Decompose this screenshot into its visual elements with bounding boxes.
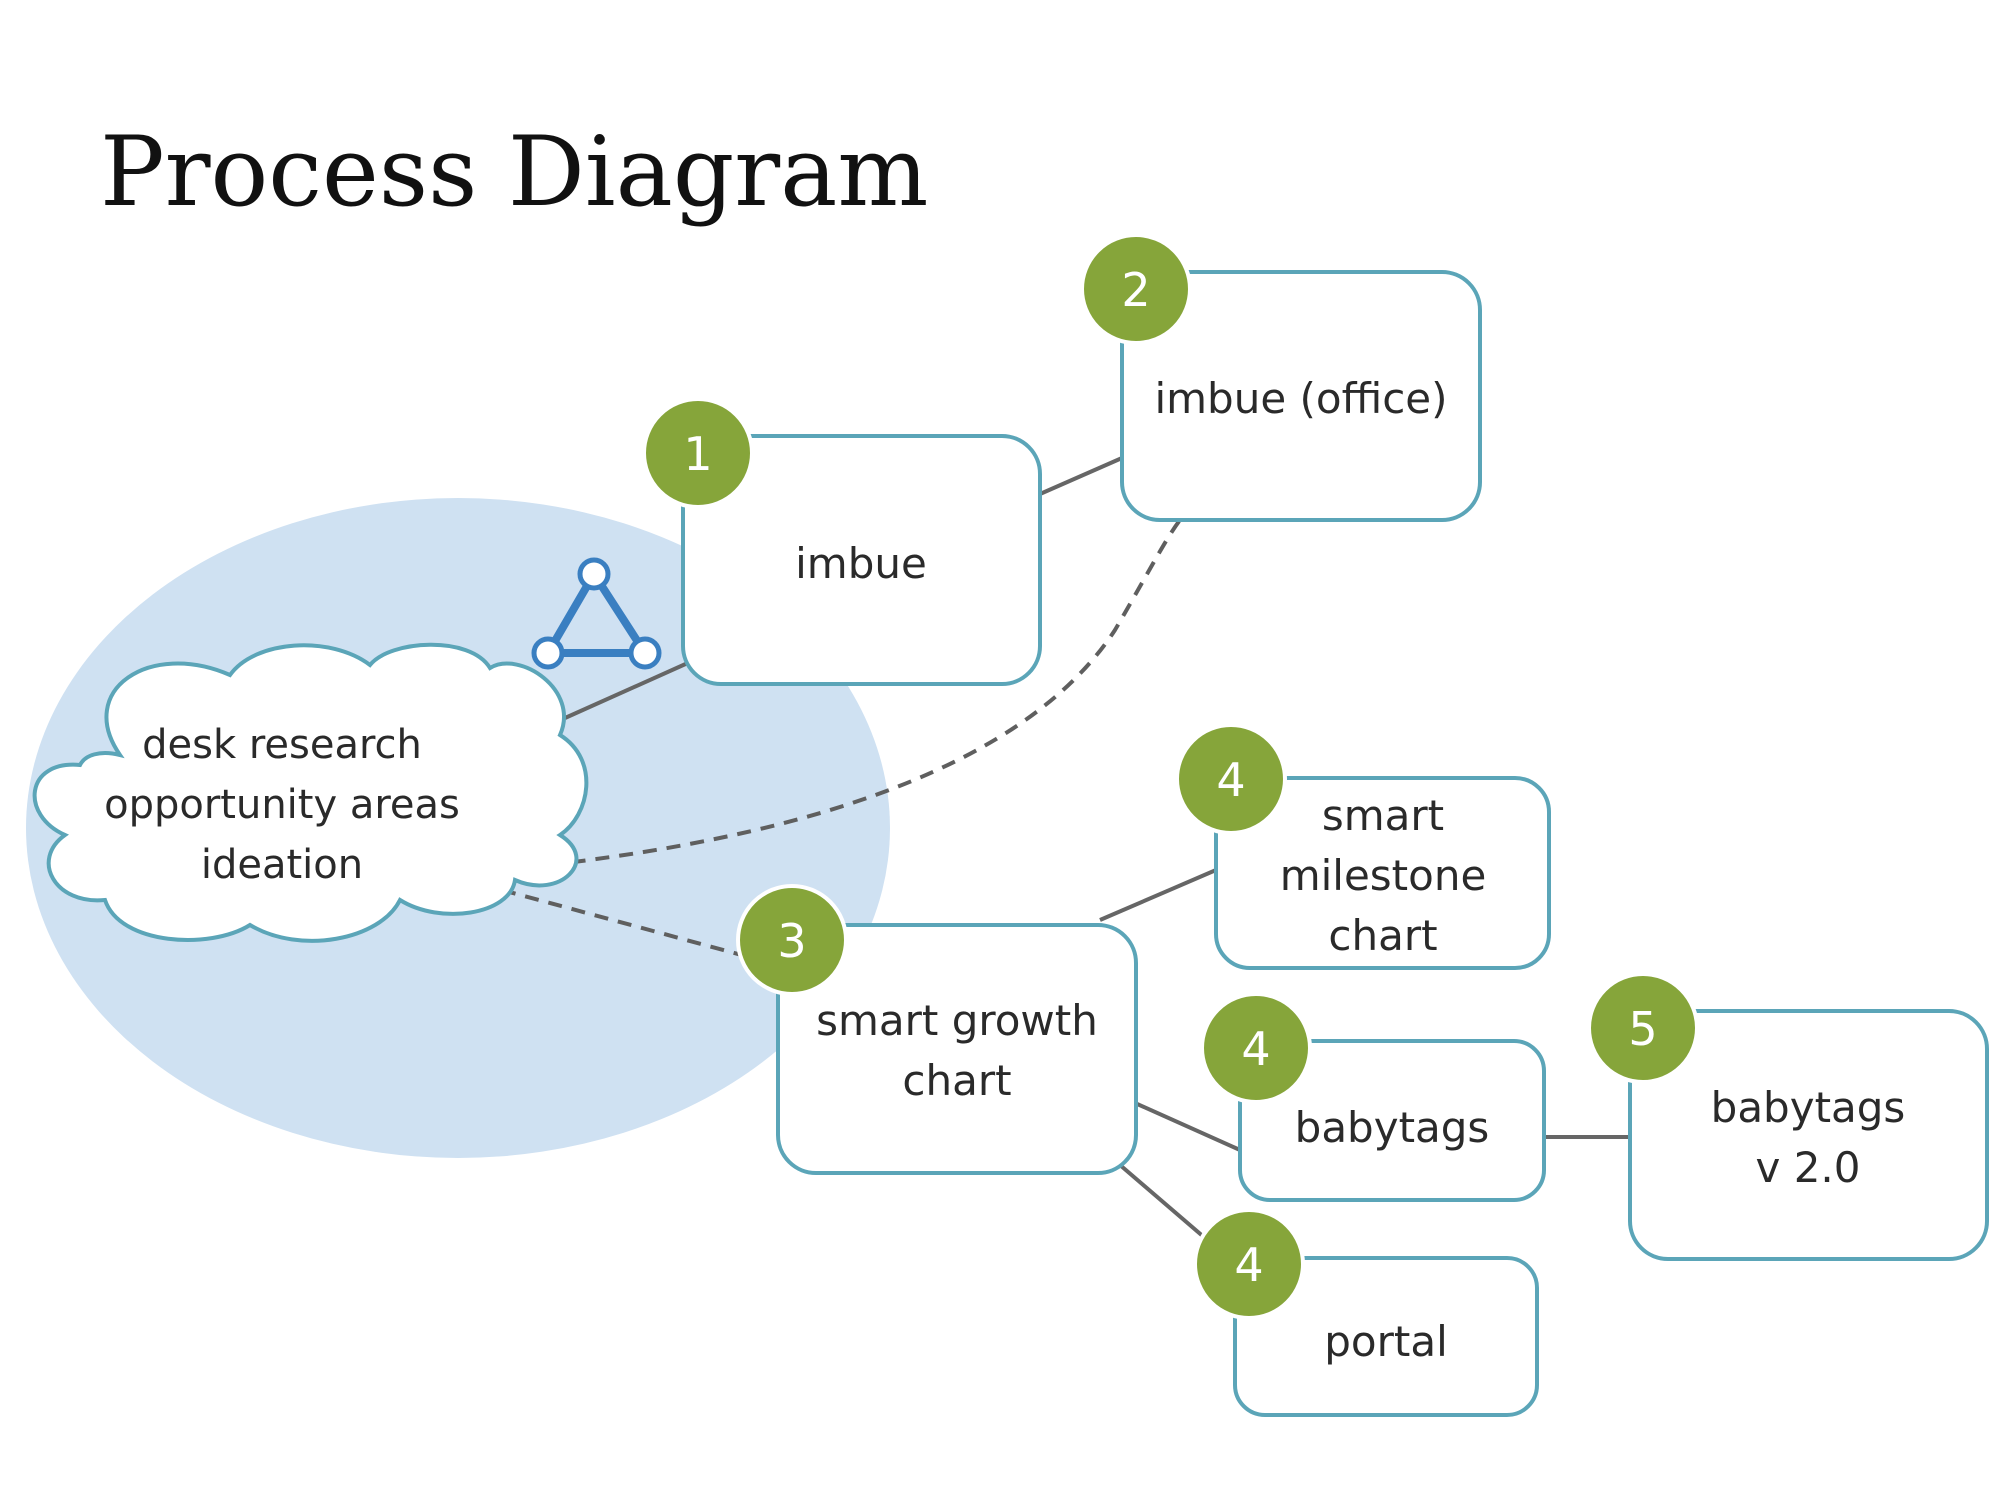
idea-cloud: desk research opportunity areas ideation <box>32 642 589 943</box>
node-label: imbue (office) <box>1154 374 1447 423</box>
step-badge-number: 4 <box>1216 753 1245 807</box>
node-box <box>1120 270 1482 522</box>
triangle-network-icon <box>531 557 662 670</box>
step-badge <box>1193 1208 1305 1320</box>
step-badge-number: 3 <box>777 914 806 968</box>
node-smart-growth-chart[interactable]: smart growth chart 3 <box>736 884 1138 1175</box>
step-badge <box>1587 972 1699 1084</box>
node-imbue[interactable]: imbue 1 <box>642 397 1042 686</box>
node-label-line-1: smart <box>1322 791 1444 840</box>
node-label-line-1: smart growth <box>816 996 1098 1045</box>
step-badge-number: 4 <box>1241 1022 1270 1076</box>
node-label-line-2: chart <box>902 1056 1011 1105</box>
node-label-line-2: v 2.0 <box>1756 1143 1861 1192</box>
node-box <box>681 434 1042 686</box>
cloud-line-2: opportunity areas <box>104 782 460 828</box>
cloud-line-1: desk research <box>142 722 422 768</box>
edge-smart-growth-chart-smart-milestone-chart <box>1099 868 1217 922</box>
edge-smart-growth-chart-babytags <box>1134 1101 1241 1152</box>
node-label-line-2: milestone <box>1280 851 1487 900</box>
step-badge-number: 1 <box>683 427 712 481</box>
node-label-line-1: babytags <box>1711 1083 1906 1132</box>
node-box <box>776 923 1138 1175</box>
step-badge-number: 4 <box>1234 1238 1263 1292</box>
node-box <box>1214 776 1551 970</box>
step-badge-number: 5 <box>1628 1002 1657 1056</box>
edge-cloud-smart-growth-chart <box>501 888 761 962</box>
step-badge <box>1200 992 1312 1104</box>
step-badge <box>736 884 848 996</box>
edge-smart-growth-chart-portal <box>1118 1163 1207 1240</box>
node-label: portal <box>1324 1317 1448 1366</box>
node-box <box>1233 1256 1539 1417</box>
step-badge-number: 2 <box>1121 263 1150 317</box>
step-badge <box>1175 723 1287 835</box>
cloud-shape <box>32 642 589 943</box>
connectors <box>499 456 1630 1240</box>
node-box <box>1238 1039 1546 1202</box>
node-label: imbue <box>795 539 927 588</box>
node-portal[interactable]: portal 4 <box>1193 1208 1539 1417</box>
edge-cloud-imbue <box>564 660 691 720</box>
edge-imbue-imbue-office <box>1039 456 1123 496</box>
node-label: babytags <box>1295 1103 1490 1152</box>
cloud-line-3: ideation <box>201 842 363 888</box>
step-badge <box>1080 233 1192 345</box>
node-babytags[interactable]: babytags 4 <box>1200 992 1546 1202</box>
node-babytags-v2[interactable]: babytags v 2.0 5 <box>1587 972 1989 1261</box>
node-label-line-3: chart <box>1328 911 1437 960</box>
node-smart-milestone-chart[interactable]: smart milestone chart 4 <box>1175 723 1551 970</box>
step-badge <box>642 397 754 509</box>
page-title: Process Diagram <box>100 116 928 228</box>
edge-cloud-imbue-office <box>499 518 1182 872</box>
node-box <box>1628 1009 1989 1261</box>
node-imbue-office[interactable]: imbue (office) 2 <box>1080 233 1482 522</box>
